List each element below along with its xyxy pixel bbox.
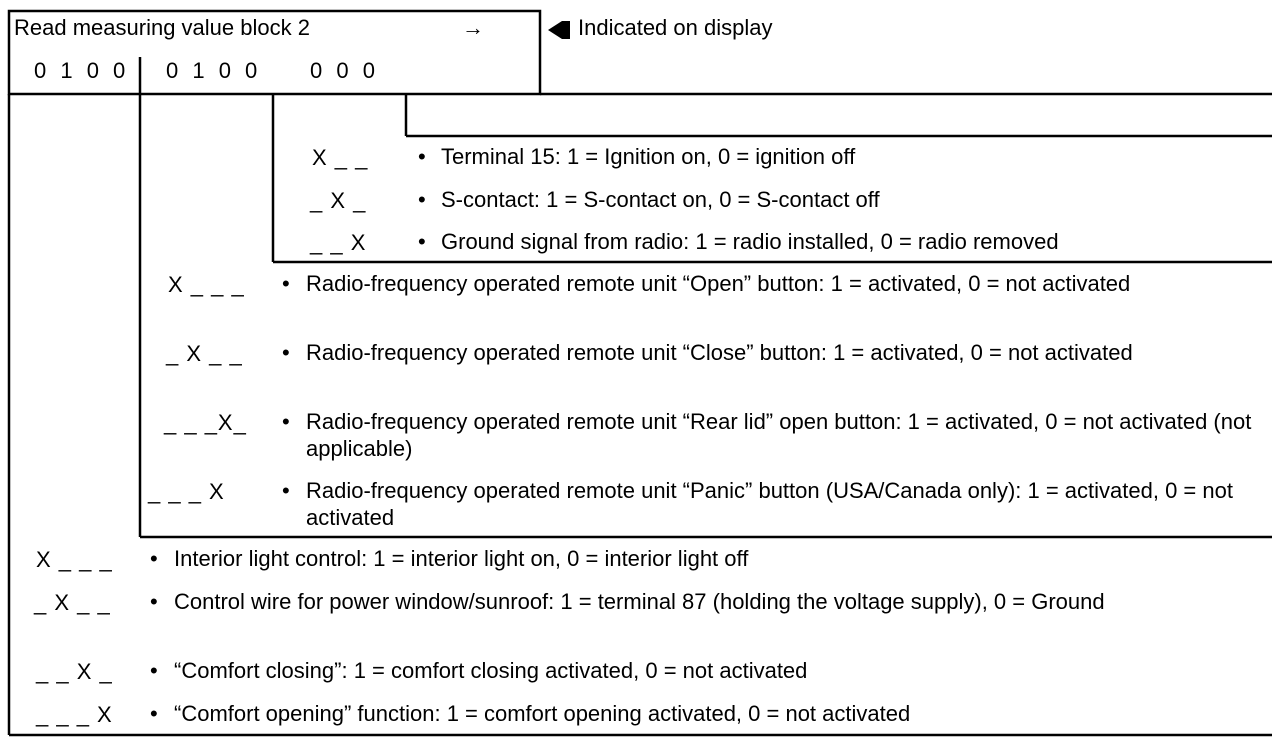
arrow-right-icon: → — [462, 15, 484, 40]
bit-description: Interior light control: 1 = interior lig… — [174, 546, 749, 571]
bullet-icon: • — [282, 271, 290, 296]
bit-pattern: X _ _ _ — [168, 272, 245, 297]
bit-description: S-contact: 1 = S-contact on, 0 = S-conta… — [441, 187, 880, 212]
bullet-icon: • — [150, 658, 158, 683]
bit-pattern: X _ _ _ — [36, 547, 113, 572]
bit-pattern: _ _ X _ — [36, 659, 113, 684]
bullet-icon: • — [418, 187, 426, 212]
bit-description: “Comfort closing”: 1 = comfort closing a… — [174, 658, 808, 683]
bit-pattern: X _ _ — [312, 145, 369, 170]
bit-description: Radio-frequency operated remote unit “Cl… — [306, 340, 1133, 365]
bullet-icon: • — [150, 589, 158, 614]
bit-pattern: _ _ _ X — [148, 479, 225, 504]
display-field-3: 0 0 0 — [310, 58, 379, 83]
bit-description: Radio-frequency operated remote unit “Pa… — [306, 478, 1233, 530]
bit-description: “Comfort opening” function: 1 = comfort … — [174, 701, 911, 726]
bit-description: Radio-frequency operated remote unit “Op… — [306, 271, 1131, 296]
bit-description: Radio-frequency operated remote unit “Re… — [306, 409, 1252, 461]
bit-description: Control wire for power window/sunroof: 1… — [174, 589, 1105, 614]
bullet-icon: • — [282, 340, 290, 365]
display-title: Read measuring value block 2 — [14, 15, 310, 40]
bullet-icon: • — [282, 478, 290, 503]
bullet-icon: • — [150, 546, 158, 571]
pointer-left-icon — [548, 21, 570, 39]
bullet-icon: • — [418, 229, 426, 254]
bullet-icon: • — [282, 409, 290, 434]
bit-description: Terminal 15: 1 = Ignition on, 0 = igniti… — [441, 144, 856, 169]
bit-description: Ground signal from radio: 1 = radio inst… — [441, 229, 1059, 254]
bit-pattern: _ _ _X_ — [164, 410, 247, 435]
bit-pattern: _ _ _ X — [36, 702, 113, 727]
bit-pattern: _ X _ — [310, 188, 367, 213]
bit-pattern: _ X _ _ — [34, 590, 111, 615]
bullet-icon: • — [418, 144, 426, 169]
indicator-label: Indicated on display — [578, 15, 773, 40]
display-box — [7, 9, 542, 96]
bullet-icon: • — [150, 701, 158, 726]
display-field-1: 0 1 0 0 — [34, 58, 130, 83]
bit-pattern: _ _ X — [310, 230, 367, 255]
bit-pattern: _ X _ _ — [166, 341, 243, 366]
display-field-2: 0 1 0 0 — [166, 58, 262, 83]
